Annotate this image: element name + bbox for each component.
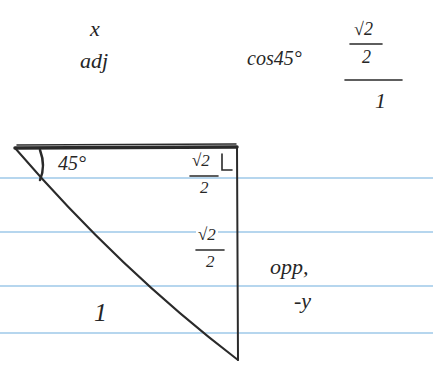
fraction-denominator: 2: [198, 179, 211, 196]
triangle: [15, 144, 238, 360]
fraction-denominator: 2: [204, 253, 217, 270]
fraction-numerator: √2: [196, 226, 218, 243]
fraction-bars: [190, 44, 402, 250]
ruled-lines: [0, 178, 433, 333]
fraction-denominator: 2: [360, 48, 373, 66]
function-label: cos45°: [245, 48, 304, 68]
side-length: 1: [92, 300, 109, 326]
fraction-numerator: √2: [190, 152, 212, 169]
fraction-denominator: 1: [373, 90, 388, 112]
variable-label: -y: [292, 290, 313, 312]
angle-label: 45°: [56, 153, 88, 173]
fraction-numerator: √2: [352, 20, 375, 38]
variable-label: x: [88, 18, 102, 40]
side-label: adj: [78, 50, 110, 72]
side-label: opp,: [268, 256, 311, 278]
